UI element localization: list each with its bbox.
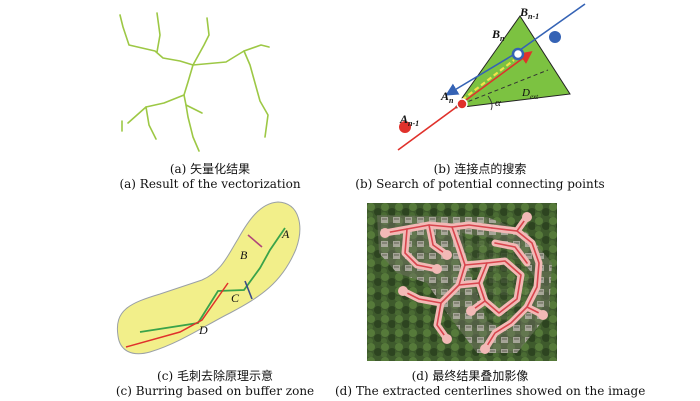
caption-b-cn: (b) 连接点的搜索	[355, 162, 605, 177]
label-b-n: Bn	[491, 27, 505, 43]
blue-line	[520, 4, 585, 50]
point-a-n	[457, 99, 467, 109]
point-b-n-minus-1	[549, 31, 561, 43]
caption-d-cn: (d) 最终结果叠加影像	[335, 369, 605, 384]
vector-line	[157, 13, 160, 52]
vector-line	[193, 18, 209, 65]
panel-b-search: An-1 An Bn Bn-1 α Dext	[370, 0, 600, 160]
caption-b: (b) 连接点的搜索 (b) Search of potential conne…	[355, 162, 605, 192]
aerial-image	[367, 203, 557, 361]
label-c: C	[231, 291, 240, 305]
point-b-n	[513, 49, 523, 59]
label-alpha: α	[495, 97, 501, 109]
vector-line	[244, 51, 268, 137]
caption-c-en: (c) Burring based on buffer zone	[105, 384, 325, 399]
caption-a-cn: (a) 矢量化结果	[100, 162, 320, 177]
vector-line	[128, 95, 184, 123]
caption-d-en: (d) The extracted centerlines showed on …	[335, 384, 605, 399]
caption-c-cn: (c) 毛刺去除原理示意	[105, 369, 325, 384]
caption-a-en: (a) Result of the vectorization	[100, 177, 320, 192]
caption-d: (d) 最终结果叠加影像 (d) The extracted centerlin…	[335, 369, 605, 399]
search-triangle	[455, 16, 570, 108]
caption-b-en: (b) Search of potential connecting point…	[355, 177, 605, 192]
panel-a-vectorization	[100, 5, 320, 155]
vector-line	[186, 105, 202, 113]
label-b-n-minus-1: Bn-1	[519, 5, 539, 21]
vector-line	[193, 45, 269, 65]
caption-a: (a) 矢量化结果 (a) Result of the vectorizatio…	[100, 162, 320, 192]
vector-line	[120, 15, 193, 65]
panel-c-buffer-zone: A B C D	[110, 195, 320, 365]
aerial-image-overlay	[367, 203, 557, 361]
vector-line	[146, 107, 156, 139]
label-b: B	[240, 248, 248, 262]
label-a-n-minus-1: An-1	[399, 112, 419, 128]
caption-c: (c) 毛刺去除原理示意 (c) Burring based on buffer…	[105, 369, 325, 399]
label-a: A	[281, 227, 290, 241]
vector-lines	[120, 13, 269, 151]
label-d: D	[198, 323, 208, 337]
